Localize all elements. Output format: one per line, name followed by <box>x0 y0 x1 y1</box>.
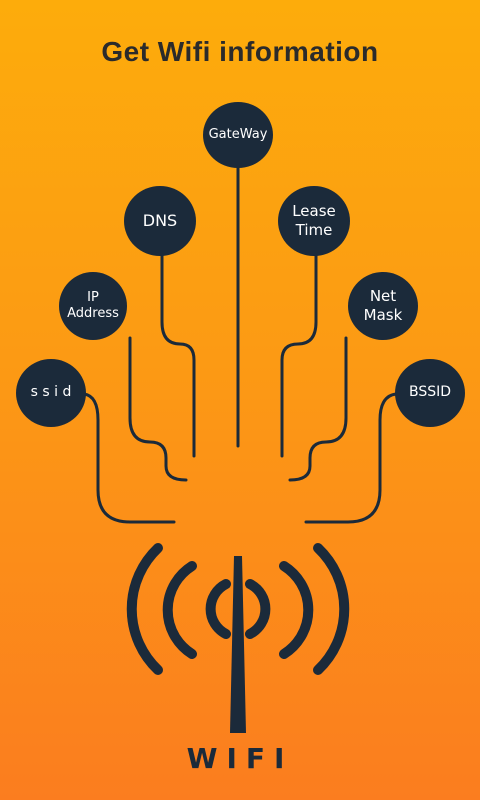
connector-ip-address <box>128 336 188 482</box>
connector-ssid <box>82 392 176 524</box>
connector-lease-time <box>280 252 318 458</box>
node-bssid[interactable]: BSSID <box>395 359 465 427</box>
node-ip-address-label: IP Address <box>67 289 119 321</box>
connector-dns <box>160 252 196 458</box>
connector-net-mask <box>288 336 348 482</box>
wifi-label: WIFI <box>186 742 294 775</box>
node-ssid[interactable]: s s i d <box>16 359 86 427</box>
antenna-icon <box>230 556 246 733</box>
node-lease-time[interactable]: Lease Time <box>278 186 350 256</box>
node-ip-address[interactable]: IP Address <box>59 272 127 340</box>
node-net-mask-label: Net Mask <box>363 287 403 324</box>
node-gateway[interactable]: GateWay <box>203 102 273 168</box>
node-bssid-label: BSSID <box>408 384 452 401</box>
node-dns-label: DNS <box>142 211 178 230</box>
node-lease-time-label: Lease Time <box>292 202 336 239</box>
node-net-mask[interactable]: Net Mask <box>348 272 418 340</box>
node-dns[interactable]: DNS <box>124 186 196 256</box>
node-ssid-label: s s i d <box>30 384 72 401</box>
connector-bssid <box>304 392 398 524</box>
page-title: Get Wifi information <box>101 36 379 67</box>
wifi-signal-icon <box>126 543 350 675</box>
node-gateway-label: GateWay <box>208 126 268 142</box>
